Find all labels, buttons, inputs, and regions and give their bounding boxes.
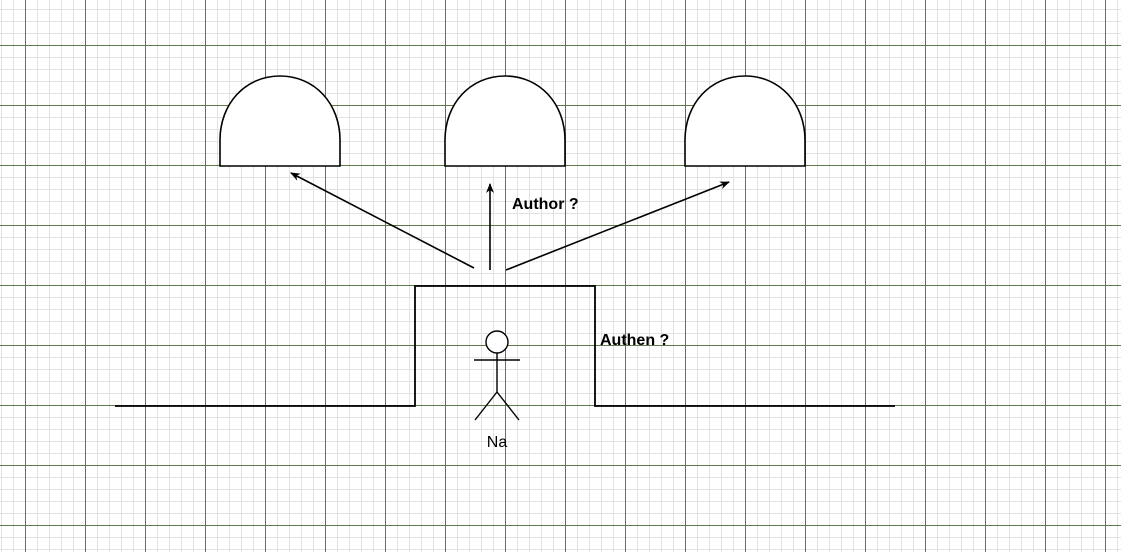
actor-right-leg — [496, 391, 520, 421]
author-label: Author ? — [512, 196, 579, 213]
resource-dome-center[interactable] — [444, 75, 566, 167]
actor-label: Na — [487, 434, 508, 451]
actor-head — [485, 330, 509, 354]
resource-dome-right[interactable] — [684, 75, 806, 167]
actor-stick-figure[interactable] — [474, 330, 520, 421]
arrow-to-right-resource[interactable] — [505, 181, 730, 271]
arrow-to-left-resource[interactable] — [290, 172, 475, 269]
authen-label: Authen ? — [600, 332, 669, 349]
actor-left-leg — [474, 391, 498, 421]
resource-dome-left[interactable] — [219, 75, 341, 167]
authentication-gate-line[interactable] — [115, 285, 895, 407]
